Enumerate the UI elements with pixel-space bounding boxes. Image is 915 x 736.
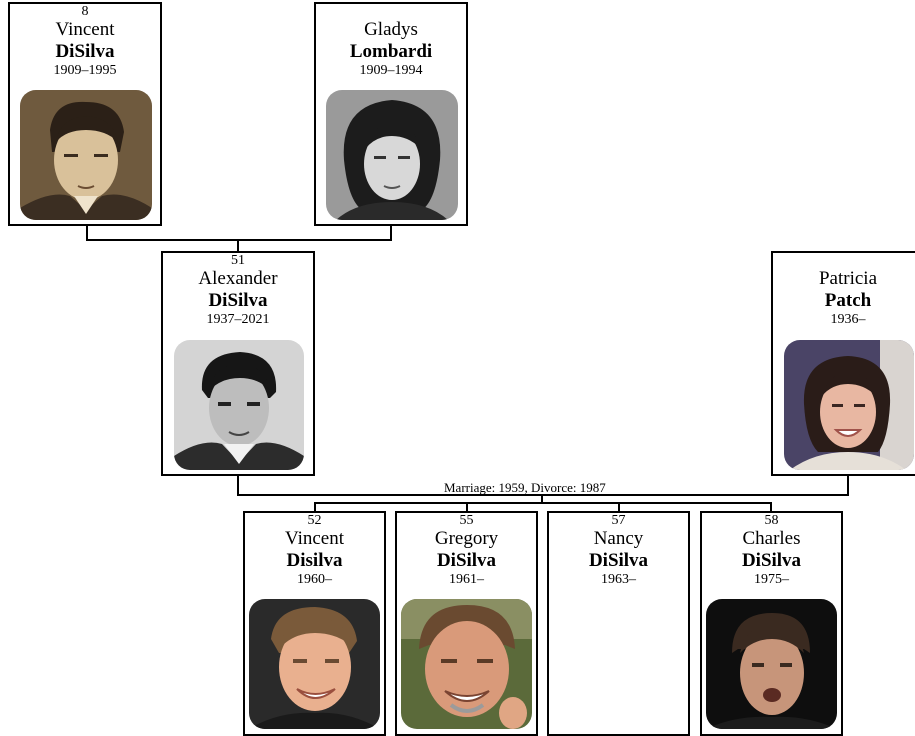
person-number: 55 [459,513,474,528]
connector-line [390,224,392,240]
person-number [773,254,915,268]
first-name: Charles [742,528,801,549]
portrait-photo [249,599,380,729]
life-years: 1937–2021 [206,312,270,327]
connector-line [237,494,849,496]
life-years: 1909–1995 [53,63,117,78]
portrait-photo [784,340,914,470]
connector-line [541,494,543,504]
life-years: 1961– [449,572,484,587]
first-name: Alexander [198,268,278,289]
person-number: 58 [764,513,779,528]
last-name: DiSilva [208,290,268,311]
first-name: Nancy [593,528,644,549]
last-name: Disilva [286,550,343,571]
connector-line [847,474,849,496]
person-card-vincent-disilva-52[interactable]: 52 Vincent Disilva 1960– [243,511,386,736]
person-number: 8 [81,4,89,19]
portrait-photo [706,599,837,729]
portrait-photo [174,340,304,470]
marriage-note: Marriage: 1959, Divorce: 1987 [444,480,606,495]
person-card-vincent-disilva-8[interactable]: 8 Vincent DiSilva 1909–1995 [8,2,162,226]
first-name: Gladys [364,19,418,40]
life-years: 1963– [601,572,636,587]
person-card-patricia-patch[interactable]: Patricia Patch 1936– [771,251,915,476]
connector-line [314,502,316,512]
life-years: 1975– [754,572,789,587]
last-name: Patch [824,290,872,311]
first-name: Vincent [55,19,115,40]
connector-line [314,502,772,504]
person-card-gladys-lombardi[interactable]: Gladys Lombardi 1909–1994 [314,2,468,226]
life-years: 1936– [830,312,866,327]
last-name: DiSilva [588,550,649,571]
life-years: 1909–1994 [359,63,423,78]
last-name: DiSilva [55,41,115,62]
person-card-nancy-disilva-57[interactable]: 57 Nancy DiSilva 1963– [547,511,690,736]
connector-line [86,239,392,241]
person-number: 57 [611,513,626,528]
connector-line [237,239,239,252]
connector-line [86,224,88,240]
last-name: Lombardi [349,41,433,62]
person-number: 52 [307,513,322,528]
person-number: 51 [231,253,245,268]
person-card-alexander-disilva-51[interactable]: 51 Alexander DiSilva 1937–2021 [161,251,315,476]
person-number [316,5,466,19]
portrait-photo [20,90,152,220]
person-card-charles-disilva-58[interactable]: 58 Charles DiSilva 1975– [700,511,843,736]
first-name: Gregory [434,528,499,549]
connector-line [466,502,468,512]
portrait-photo [401,599,532,729]
connector-line [770,502,772,512]
life-years: 1960– [297,572,332,587]
person-card-gregory-disilva-55[interactable]: 55 Gregory DiSilva 1961– [395,511,538,736]
first-name: Vincent [284,528,344,549]
first-name: Patricia [818,268,878,289]
connector-line [237,474,239,496]
portrait-photo [326,90,458,220]
last-name: DiSilva [436,550,497,571]
connector-line [618,502,620,512]
last-name: DiSilva [741,550,802,571]
